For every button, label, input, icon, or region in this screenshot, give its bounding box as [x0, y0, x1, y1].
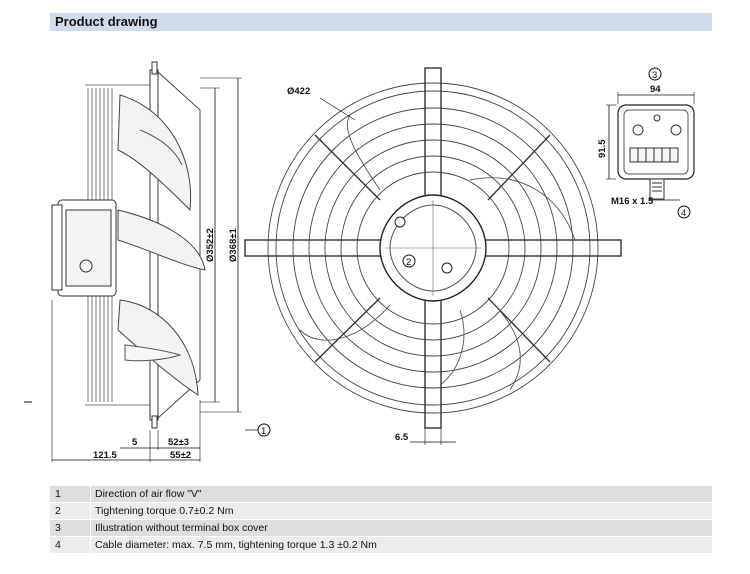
legend-num: 1 [55, 488, 61, 500]
dim-55: 55±2 [170, 450, 191, 461]
front-view [244, 67, 622, 445]
callout-2 [402, 254, 416, 268]
dim-box-width: 94 [650, 84, 661, 95]
section-title: Product drawing [55, 14, 158, 29]
terminal-box [617, 104, 695, 180]
section-header: Product drawing [50, 13, 712, 31]
blade-top [117, 94, 192, 212]
legend-text: Illustration without terminal box cover [95, 522, 268, 534]
callout-3-label: 3 [652, 70, 657, 81]
dim-5: 5 [132, 437, 138, 448]
dim-368: Ø368±1 [228, 228, 239, 262]
side-view [24, 61, 242, 462]
front-blades [299, 114, 576, 391]
legend-row-1: 1 Direction of air flow "V" [50, 486, 712, 502]
legend-row-3: 3 Illustration without terminal box cove… [50, 520, 712, 536]
dim-52: 52±3 [168, 437, 189, 448]
callout-1 [245, 423, 271, 437]
legend-num: 3 [55, 522, 61, 534]
legend-text: Cable diameter: max. 7.5 mm, tightening … [95, 539, 377, 551]
callout-4-label: 4 [681, 208, 686, 219]
legend-num: 4 [55, 539, 61, 551]
terminal-box-view [606, 92, 695, 201]
dim-outer-diameter: Ø422 [287, 86, 310, 97]
legend-num: 2 [55, 505, 61, 517]
dim-box-height: 91.5 [597, 139, 608, 158]
dim-121-5: 121.5 [93, 450, 117, 461]
legend-text: Direction of air flow "V" [95, 488, 202, 500]
legend-table: 1 Direction of air flow "V" 2 Tightening… [50, 486, 712, 556]
callout-2-label: 2 [406, 257, 411, 268]
guard-rings [267, 82, 599, 414]
legend-row-2: 2 Tightening torque 0.7±0.2 Nm [50, 503, 712, 519]
dim-352: Ø352±2 [205, 228, 216, 262]
dim-thread: M16 x 1.5 [611, 196, 654, 207]
blade-mid [117, 209, 206, 271]
legend-row-4: 4 Cable diameter: max. 7.5 mm, tightenin… [50, 537, 712, 553]
legend-text: Tightening torque 0.7±0.2 Nm [95, 505, 234, 517]
callout-4 [677, 205, 691, 219]
product-drawing: Ø422 Ø352±2 Ø368±1 121.5 5 52±3 55±2 6.5… [24, 61, 695, 462]
callout-3 [648, 67, 662, 81]
dim-6-5: 6.5 [395, 432, 409, 443]
callout-1-label: 1 [261, 426, 266, 437]
